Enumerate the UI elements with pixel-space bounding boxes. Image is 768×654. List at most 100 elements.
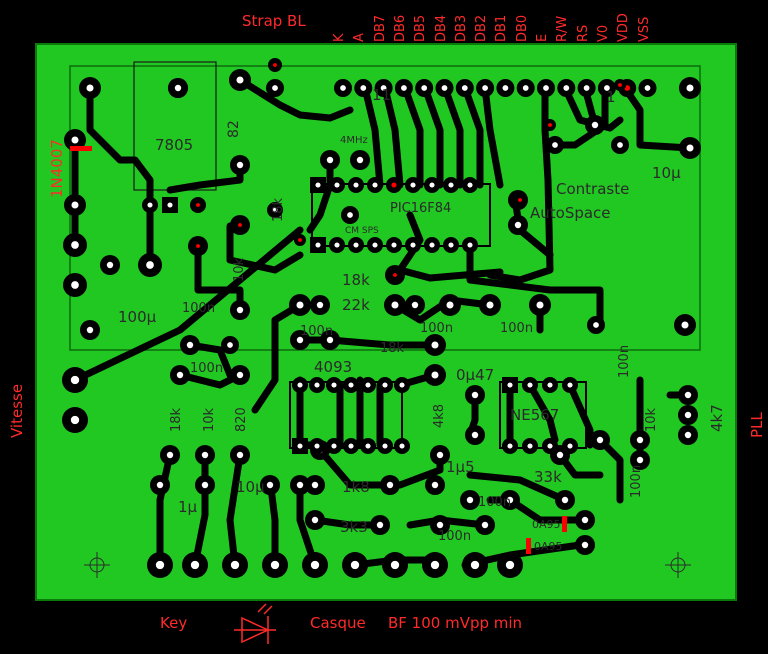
drill-hole — [505, 560, 515, 570]
drill-hole — [331, 382, 337, 388]
drill-hole — [536, 301, 544, 309]
drill-hole — [190, 560, 200, 570]
drill-hole — [311, 516, 319, 524]
drill-hole — [644, 85, 651, 91]
drill-hole — [70, 375, 80, 385]
mounting-marks — [84, 552, 691, 578]
drill-hole — [296, 336, 304, 344]
drill-hole — [71, 241, 79, 249]
drill-hole — [393, 273, 397, 277]
c100n-e-label: 100n — [190, 361, 223, 376]
drill-hole — [522, 85, 529, 91]
drill-hole — [372, 242, 378, 248]
drill-hole — [411, 301, 419, 309]
drill-hole — [365, 382, 371, 388]
drill-hole — [386, 481, 394, 489]
r4k8-label: 4k8 — [432, 404, 447, 428]
r18k-a-label: 18k — [271, 197, 286, 222]
diode-oa95-1-label: 0A95 — [532, 518, 561, 531]
drill-hole — [71, 201, 79, 209]
drill-hole — [238, 223, 242, 227]
drill-hole — [547, 443, 553, 449]
c100n-g-label: 100n — [478, 495, 511, 510]
drill-hole — [481, 521, 489, 529]
drill-hole — [376, 521, 384, 529]
drill-hole — [334, 242, 340, 248]
contraste-label: Contraste — [556, 180, 629, 198]
drill-hole — [506, 496, 514, 504]
drill-hole — [106, 261, 114, 269]
drill-hole — [155, 560, 165, 570]
drill-hole — [543, 85, 549, 91]
pll-label: PLL — [748, 412, 766, 438]
drill-hole — [686, 144, 694, 152]
drill-hole — [273, 63, 277, 67]
drill-hole — [166, 451, 174, 459]
c100n-i-label: 100n — [629, 465, 644, 498]
drill-hole — [581, 516, 589, 524]
drill-hole — [71, 281, 79, 289]
drill-hole — [348, 382, 354, 388]
drill-hole — [391, 182, 397, 188]
drill-hole — [583, 85, 590, 91]
drill-hole — [581, 541, 589, 549]
drill-hole — [684, 431, 692, 439]
drill-hole — [502, 85, 509, 91]
drill-hole — [382, 382, 388, 388]
drill-hole — [436, 451, 444, 459]
drill-hole — [547, 382, 553, 388]
lcd-pin-label: DB6 — [392, 14, 408, 42]
drill-hole — [401, 85, 407, 91]
pads-layer — [62, 58, 701, 578]
lcd-pin-label: VDD — [616, 13, 632, 42]
drill-hole — [467, 182, 473, 188]
drill-hole — [236, 76, 244, 84]
c10u-top-label: 10µ — [652, 164, 681, 182]
drill-hole — [348, 443, 354, 449]
lcd-pin-label: V0 — [595, 24, 611, 42]
drill-hole — [380, 85, 387, 91]
r1k8-label: 1k8 — [342, 478, 370, 496]
r10k-b-label: 10k — [202, 407, 217, 432]
drill-hole — [471, 391, 479, 399]
r3k3-label: 3k3 — [340, 518, 368, 536]
drill-hole — [201, 481, 209, 489]
drill-hole — [356, 156, 364, 164]
drill-hole — [272, 207, 278, 213]
silkscreen-labels: 11 1 7805 82 1N4007 4MHz PIC16F84 CM SPS… — [48, 86, 726, 553]
diode-1n4007-label: 1N4007 — [48, 139, 66, 198]
drill-hole — [482, 85, 488, 91]
key-label: Key — [160, 614, 188, 632]
diode-oa95-2-label: 0A95 — [534, 540, 563, 553]
diode-1n4007-band — [70, 146, 92, 151]
r820-label: 820 — [234, 407, 249, 432]
drill-hole — [372, 182, 378, 188]
drill-hole — [618, 83, 622, 87]
drill-hole — [227, 342, 233, 348]
drill-hole — [311, 481, 319, 489]
drill-hole — [527, 382, 533, 388]
lcd-pin-label: DB3 — [453, 14, 469, 42]
r18k-b-label: 18k — [342, 271, 370, 289]
drill-hole — [466, 496, 474, 504]
drill-hole — [681, 321, 689, 329]
c100n-f-label: 100n — [617, 345, 632, 378]
drill-hole — [347, 212, 353, 218]
ic4093-label: 4093 — [314, 358, 352, 376]
lcd-pin-label: RS — [575, 24, 591, 42]
drill-hole — [326, 336, 334, 344]
lcd-pin-label: K — [332, 33, 347, 42]
drill-hole — [429, 242, 435, 248]
drill-hole — [196, 244, 200, 248]
c10u-bot-label: 10µ — [236, 478, 265, 496]
drill-hole — [71, 136, 79, 144]
drill-hole — [326, 156, 334, 164]
drill-hole — [446, 301, 454, 309]
r22k-label: 22k — [342, 296, 370, 314]
lcd-pin-label: DB0 — [514, 14, 530, 42]
c100n-b-label: 100n — [300, 324, 333, 339]
drill-hole — [196, 203, 200, 207]
c100n-h-label: 100n — [438, 529, 471, 544]
drill-hole — [297, 443, 303, 449]
